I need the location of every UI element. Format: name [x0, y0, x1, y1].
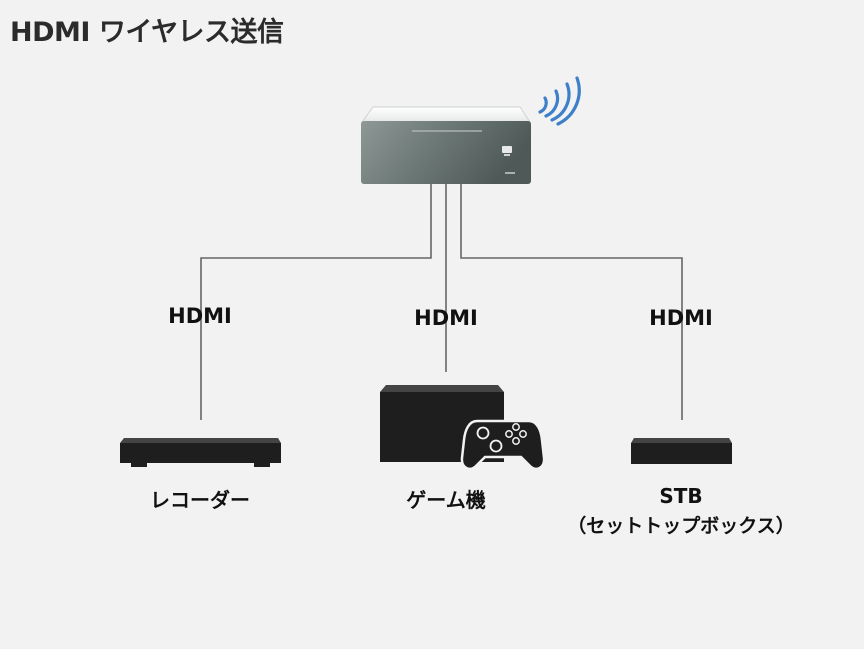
cable-to-stb	[460, 184, 683, 420]
hdmi-label-stb: HDMI	[649, 306, 713, 330]
device-label-recorder: レコーダー	[150, 488, 250, 512]
recorder-icon	[120, 438, 281, 467]
hdmi-label-game-console: HDMI	[414, 306, 478, 330]
device-label-stb: STB	[659, 484, 703, 508]
set-top-box-icon	[631, 438, 732, 464]
wireless-transmitter-icon	[361, 106, 531, 184]
page-title: HDMI ワイヤレス送信	[10, 17, 284, 48]
gamepad-icon	[460, 419, 546, 470]
wifi-signal-icon	[538, 76, 581, 126]
hdmi-cable-lines	[200, 184, 683, 420]
hdmi-label-recorder: HDMI	[168, 304, 232, 328]
cable-to-recorder	[200, 184, 432, 420]
device-label-game-console: ゲーム機	[406, 488, 486, 512]
device-sublabel-stb: （セットトップボックス）	[567, 515, 795, 537]
